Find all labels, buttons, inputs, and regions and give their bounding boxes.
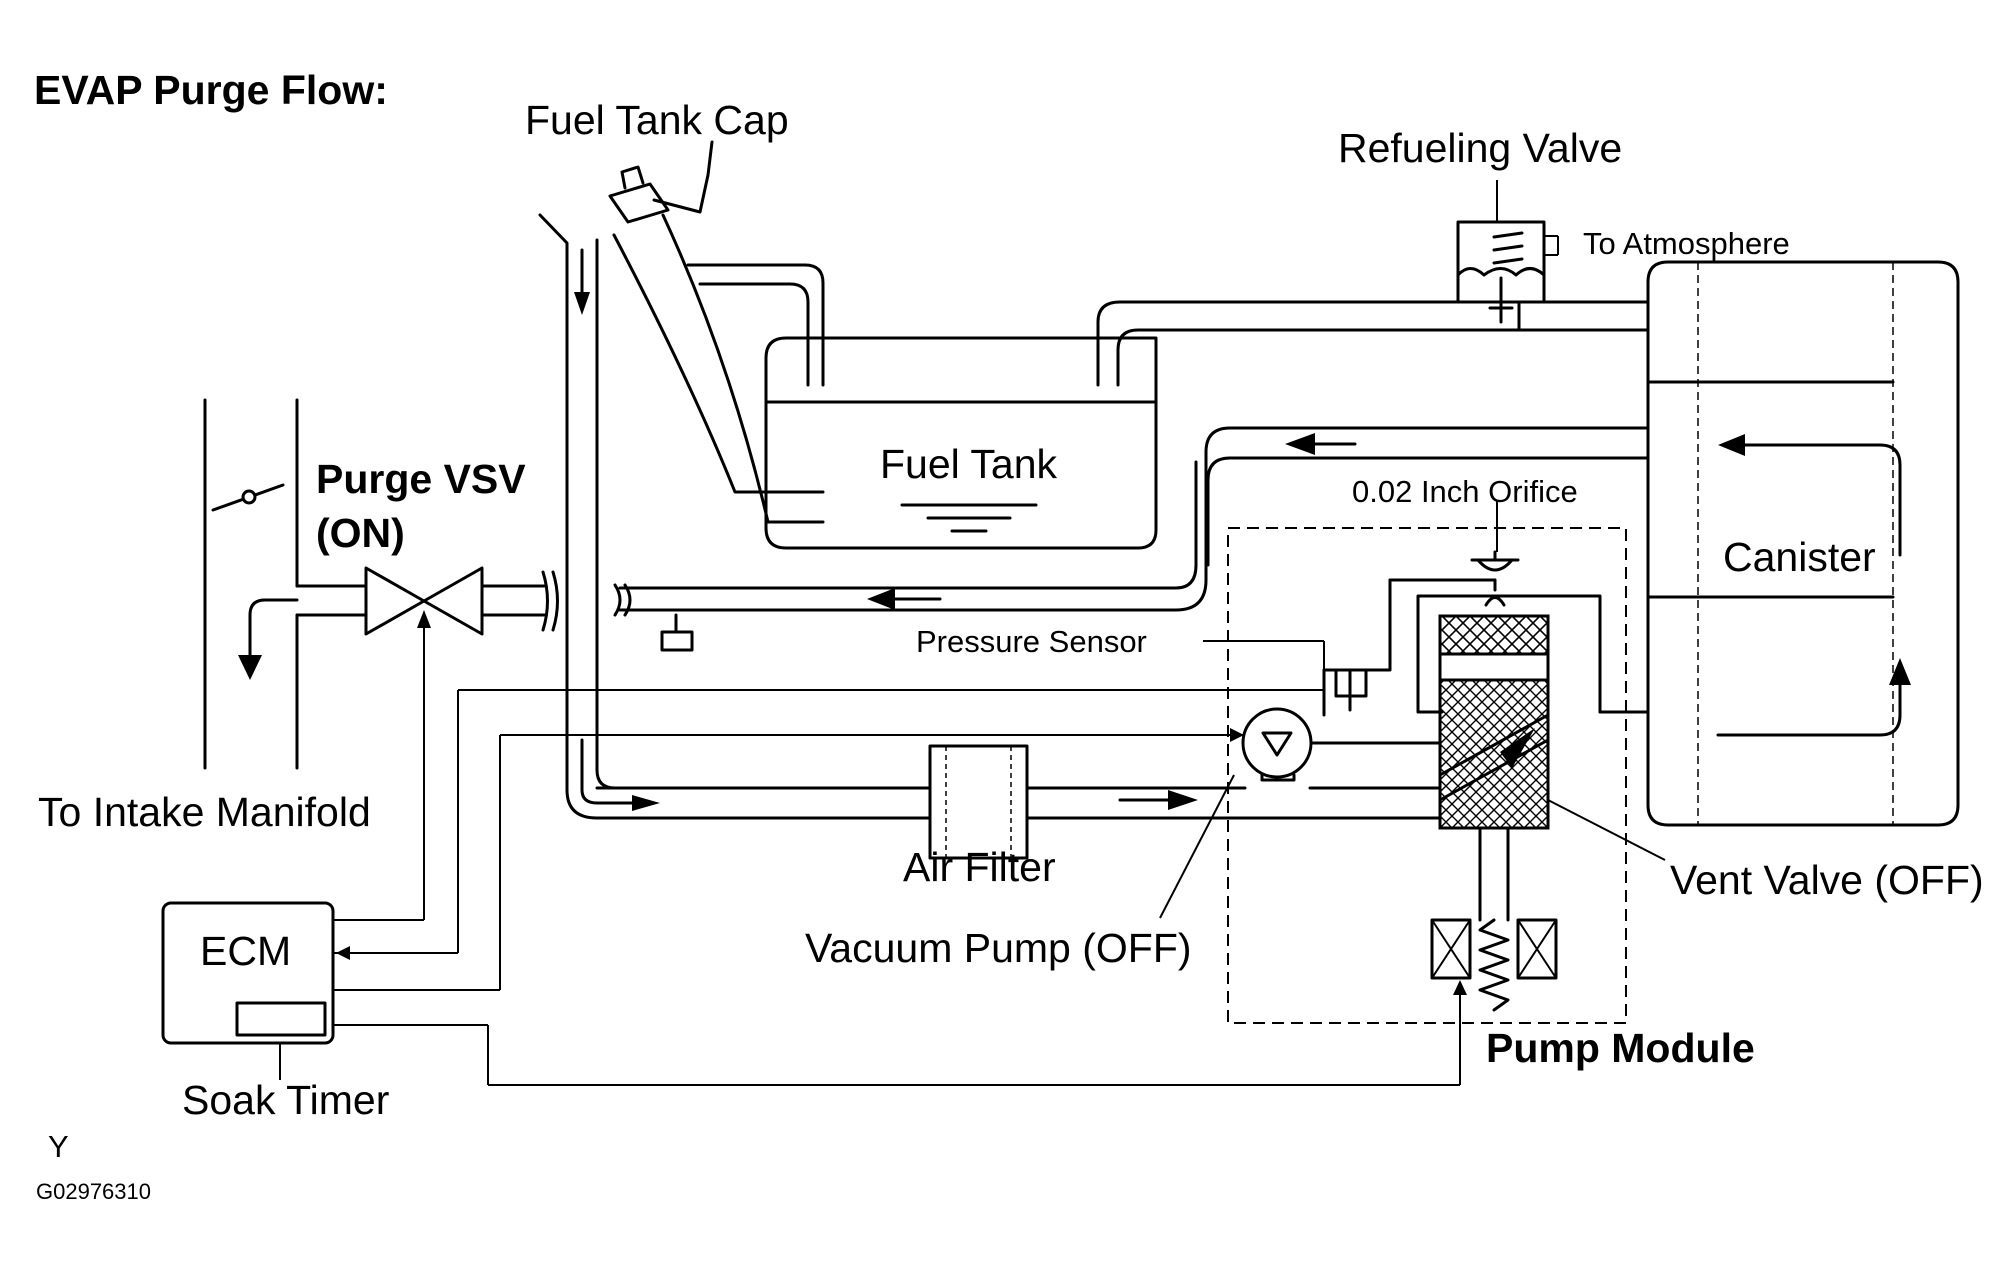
arrow-up-right-icon [1500,728,1535,768]
label-vacuum-pump: Vacuum Pump (OFF) [805,925,1192,971]
label-orifice: 0.02 Inch Orifice [1352,474,1578,509]
label-corner-letter: Y [48,1129,69,1164]
label-fuel-tank-cap: Fuel Tank Cap [525,97,789,143]
filler-neck [608,140,825,524]
intake-manifold [203,398,299,770]
label-purge-vsv-state: (ON) [316,510,405,556]
arrow-up-icon [1889,658,1911,685]
label-pump-module: Pump Module [1486,1025,1755,1071]
label-to-atmosphere: To Atmosphere [1583,226,1790,261]
canister [1646,260,1960,827]
pump-module [1203,527,1650,1024]
label-ecm: ECM [200,928,291,974]
arrow-right-icon [1168,790,1198,810]
label-to-intake-manifold: To Intake Manifold [38,789,371,835]
diagram-title: EVAP Purge Flow: [34,67,388,113]
refueling-valve [1456,180,1559,332]
arrow-down-icon [238,655,262,680]
label-refueling-valve: Refueling Valve [1338,125,1622,171]
label-fuel-tank: Fuel Tank [880,441,1058,487]
label-vent-valve: Vent Valve (OFF) [1670,857,1984,903]
label-air-filter: Air Filter [903,844,1056,890]
arrow-left-icon [1285,433,1315,455]
fuel-tank [764,336,1158,550]
label-purge-vsv: Purge VSV [316,456,526,502]
ecm-wiring [161,500,1666,1086]
label-soak-timer: Soak Timer [182,1077,389,1123]
purge-vsv [295,566,559,920]
arrow-right-icon [632,795,660,811]
label-canister: Canister [1723,534,1876,580]
label-figure-code: G02976310 [36,1179,151,1204]
arrow-down-icon [574,292,590,315]
purge-pipe [538,213,932,820]
arrow-left-icon [1718,434,1745,456]
arrow-left-icon [867,588,895,610]
air-filter [595,744,1442,860]
label-pressure-sensor: Pressure Sensor [916,624,1147,659]
